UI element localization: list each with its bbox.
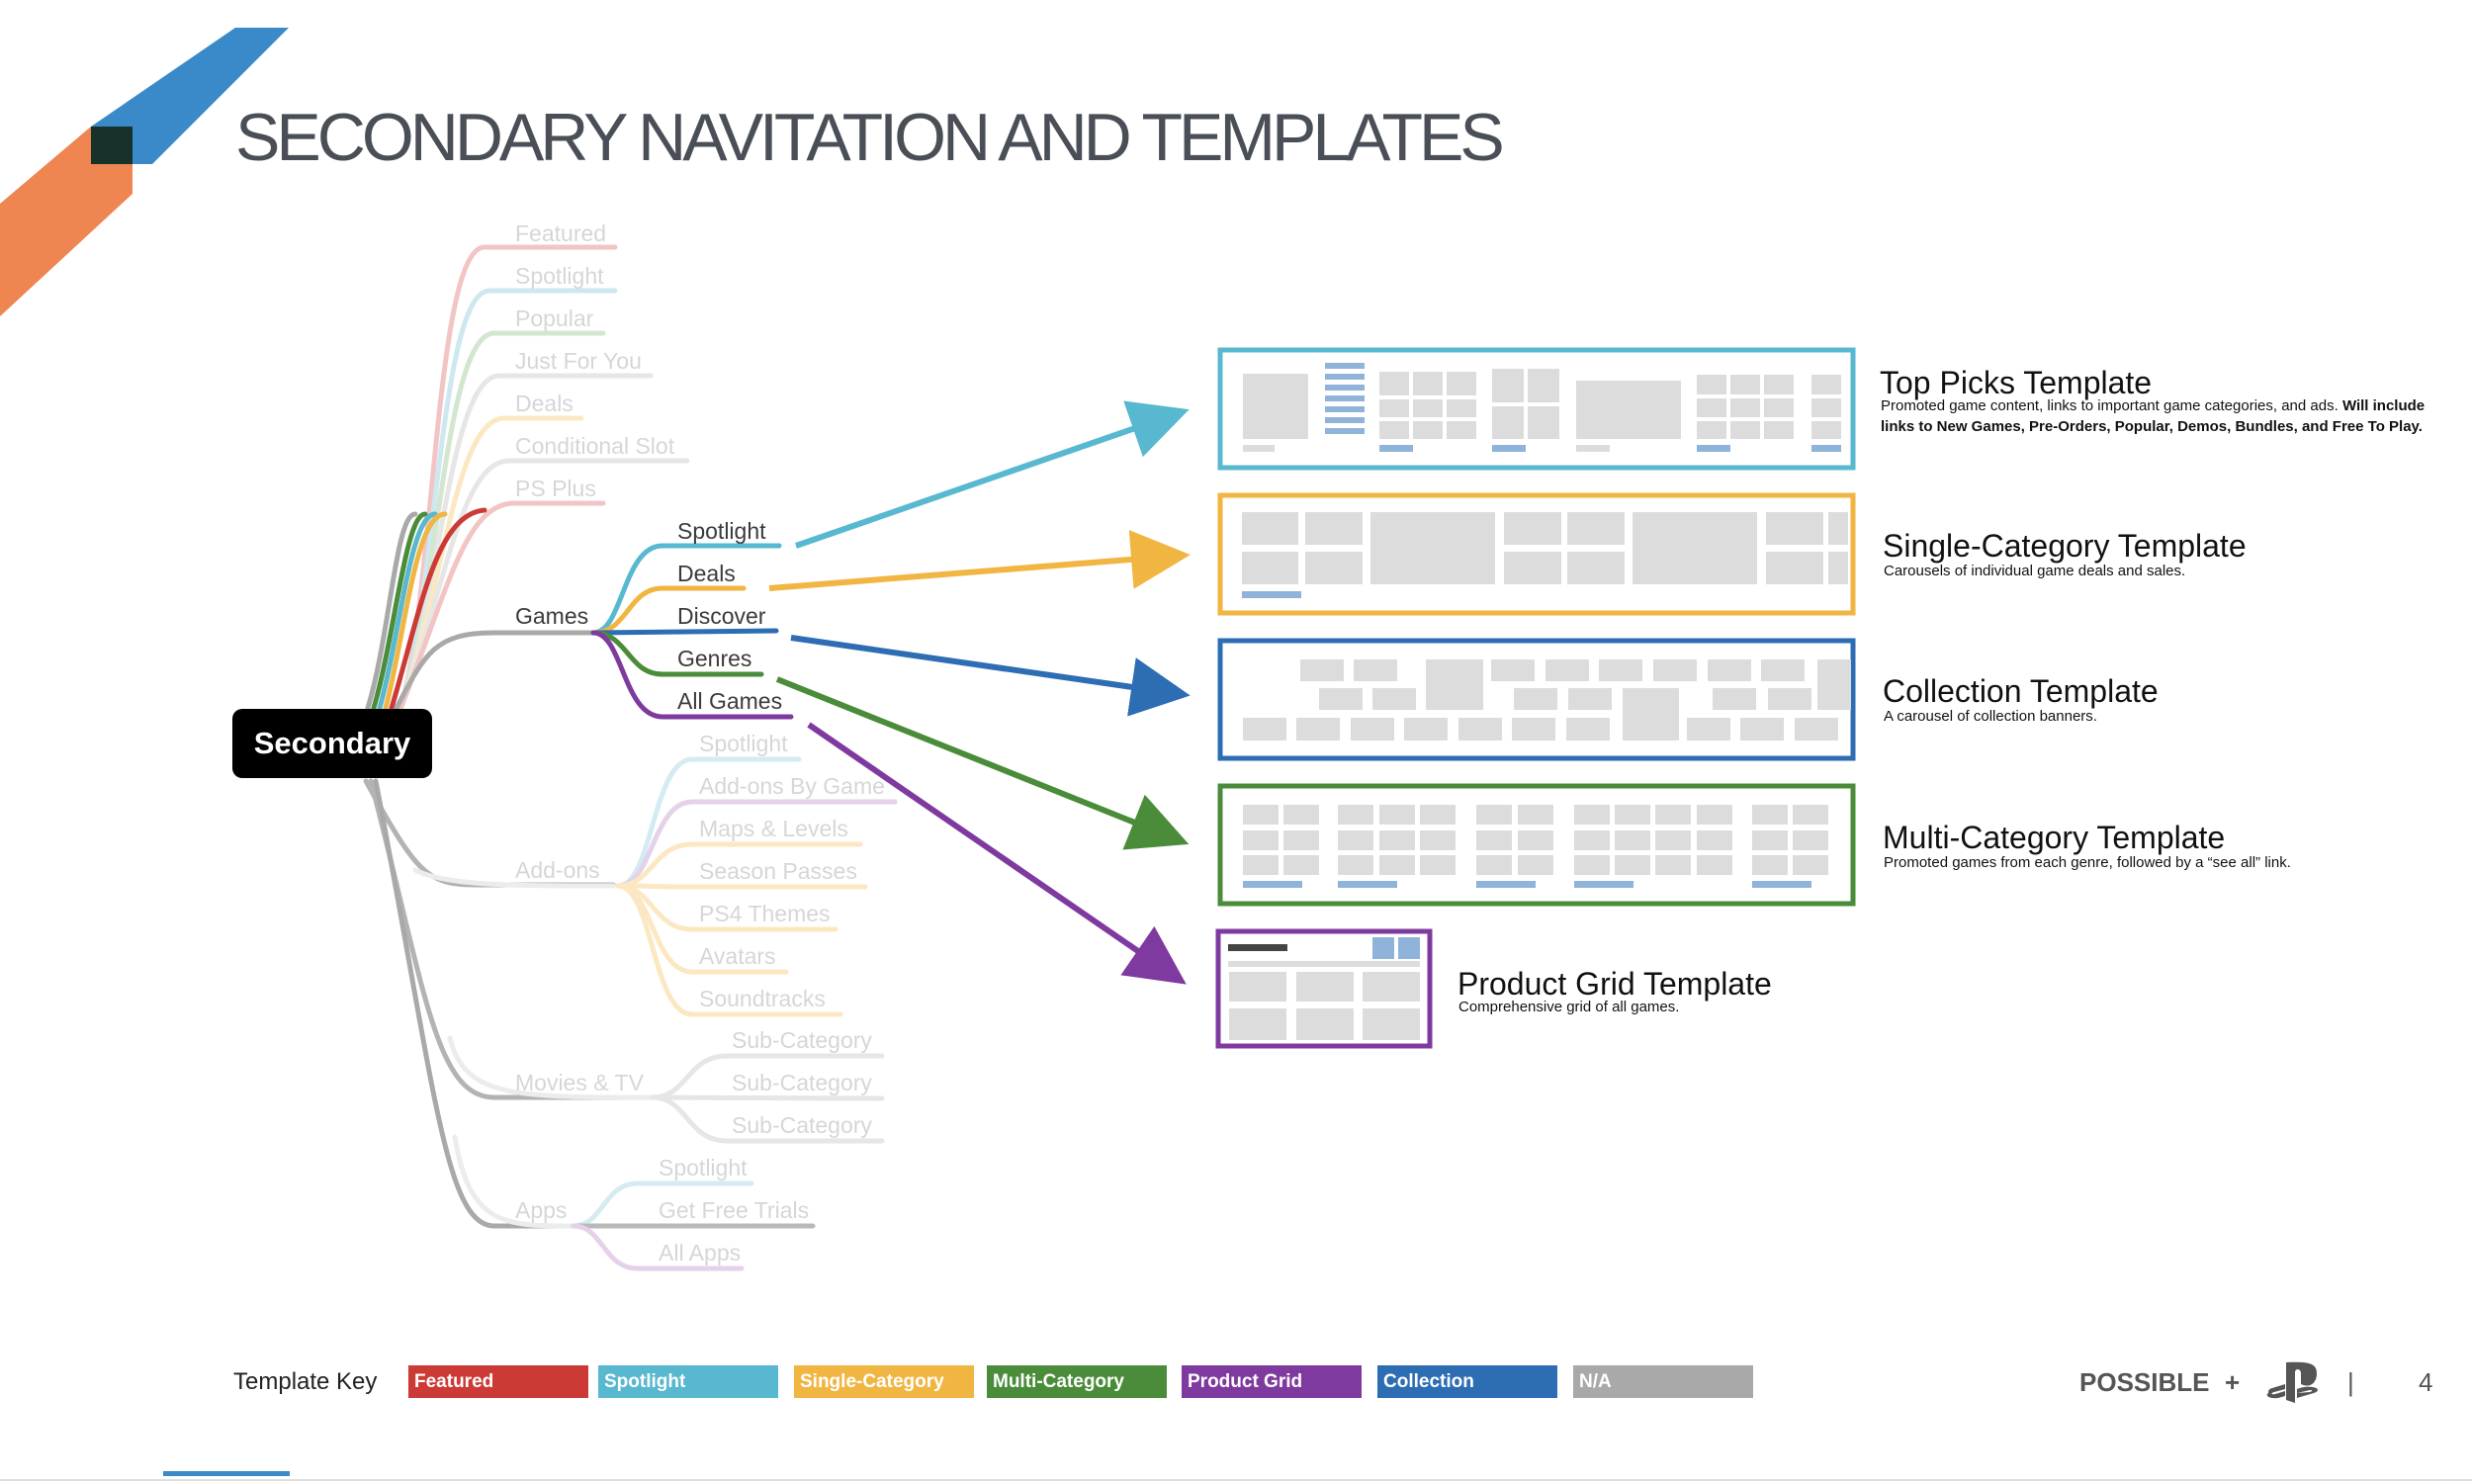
arrow-to-top-picks bbox=[795, 400, 1190, 549]
corner-decoration bbox=[0, 28, 289, 316]
key-chip-featured: Featured bbox=[408, 1365, 588, 1398]
node-popular: Popular bbox=[515, 306, 594, 331]
node-movies-sub-3: Sub-Category bbox=[732, 1112, 872, 1138]
node-games-discover: Discover bbox=[677, 603, 766, 629]
node-deals-top: Deals bbox=[515, 391, 574, 416]
template-desc-single-category: Carousels of individual game deals and s… bbox=[1884, 563, 2186, 579]
connector-apps-all bbox=[571, 1223, 745, 1271]
connector-apps bbox=[373, 778, 576, 1229]
root-node-label: Secondary bbox=[253, 726, 411, 760]
connector-bundle-yellow bbox=[383, 511, 448, 711]
node-apps-all-apps: All Apps bbox=[659, 1240, 742, 1266]
connector-bundle-blue bbox=[377, 511, 438, 711]
arrow-to-collection bbox=[790, 635, 1191, 717]
template-title-multi-category: Multi-Category Template bbox=[1883, 820, 2226, 855]
connector-movies-sub2 bbox=[650, 1094, 885, 1101]
corner-blue-stripe bbox=[91, 28, 289, 164]
key-chip-spotlight: Spotlight bbox=[598, 1365, 778, 1398]
node-apps-spotlight: Spotlight bbox=[659, 1155, 748, 1180]
connector-ps-plus bbox=[397, 500, 606, 712]
bottom-accent-line bbox=[163, 1471, 290, 1476]
playstation-logo-icon bbox=[2266, 1361, 2319, 1403]
node-games-genres: Genres bbox=[677, 646, 752, 671]
template-desc-top-picks-text: Promoted game content, links to importan… bbox=[1881, 397, 2339, 414]
connector-addons-soundtracks bbox=[615, 883, 843, 1017]
footer-brand: POSSIBLE bbox=[2079, 1367, 2210, 1397]
connector-games bbox=[393, 630, 596, 713]
node-addons: Add-ons bbox=[515, 857, 600, 883]
connector-games-discover bbox=[590, 628, 779, 636]
key-chip-single-category: Single-Category bbox=[794, 1365, 974, 1398]
corner-orange-stripe bbox=[0, 127, 132, 316]
template-desc-product-grid: Comprehensive grid of all games. bbox=[1458, 999, 1680, 1015]
node-addons-maps: Maps & Levels bbox=[699, 816, 848, 841]
arrow-to-product-grid bbox=[807, 722, 1187, 985]
node-featured: Featured bbox=[515, 220, 607, 246]
node-addons-season-passes: Season Passes bbox=[699, 858, 857, 884]
node-just-for-you: Just For You bbox=[515, 348, 642, 374]
connector-bundle-gray bbox=[365, 511, 418, 711]
node-games-spotlight: Spotlight bbox=[677, 518, 766, 544]
node-apps-free-trials: Get Free Trials bbox=[659, 1197, 810, 1223]
node-apps: Apps bbox=[515, 1197, 568, 1223]
connector-apps-main bbox=[452, 1134, 576, 1229]
page-number: 4 bbox=[2419, 1367, 2433, 1397]
template-title-product-grid: Product Grid Template bbox=[1457, 966, 1772, 1002]
template-title-single-category: Single-Category Template bbox=[1883, 528, 2247, 564]
footer-plus: + bbox=[2225, 1367, 2241, 1397]
node-addons-avatars: Avatars bbox=[699, 943, 776, 969]
key-chip-na: N/A bbox=[1573, 1365, 1753, 1398]
node-spotlight-top: Spotlight bbox=[515, 263, 604, 289]
node-movies-sub-1: Sub-Category bbox=[732, 1027, 872, 1053]
wireframe-product-grid bbox=[1215, 928, 1433, 1049]
template-title-collection: Collection Template bbox=[1883, 673, 2159, 709]
root-node-secondary: Secondary bbox=[232, 709, 432, 778]
wireframe-single-category bbox=[1217, 492, 1856, 616]
key-chip-multi-category: Multi-Category bbox=[987, 1365, 1167, 1398]
wireframe-top-picks bbox=[1217, 347, 1856, 471]
node-conditional-slot: Conditional Slot bbox=[515, 433, 675, 459]
node-addons-by-game: Add-ons By Game bbox=[699, 773, 885, 799]
connector-addons-main bbox=[412, 867, 616, 889]
node-movies-tv: Movies & TV bbox=[515, 1070, 644, 1095]
connector-bundle-green bbox=[371, 511, 428, 711]
node-addons-soundtracks: Soundtracks bbox=[699, 986, 826, 1011]
template-desc-collection: A carousel of collection banners. bbox=[1884, 708, 2097, 725]
arrow-to-single-category bbox=[768, 529, 1191, 591]
connector-movies-main bbox=[447, 1035, 656, 1100]
footer-separator: | bbox=[2347, 1367, 2354, 1397]
key-chip-collection: Collection bbox=[1377, 1365, 1557, 1398]
connector-movies-sub3 bbox=[650, 1094, 885, 1144]
slide-title: SECONDARY NAVITATION AND TEMPLATES bbox=[235, 100, 1505, 175]
node-games-deals: Deals bbox=[677, 561, 736, 586]
connector-games-all bbox=[590, 630, 794, 720]
wireframe-multi-category bbox=[1217, 783, 1856, 907]
wireframe-collection bbox=[1217, 638, 1856, 761]
node-addons-ps4-themes: PS4 Themes bbox=[699, 901, 831, 926]
connector-games-spotlight bbox=[590, 543, 782, 636]
template-title-top-picks: Top Picks Template bbox=[1880, 365, 2153, 400]
corner-dark-square bbox=[91, 127, 132, 164]
template-desc-top-picks: Promoted game content, links to importan… bbox=[1881, 395, 2439, 437]
template-desc-multi-category: Promoted games from each genre, followed… bbox=[1884, 854, 2291, 871]
node-ps-plus: PS Plus bbox=[515, 476, 596, 501]
connector-bundle-red bbox=[389, 507, 487, 711]
bottom-border bbox=[0, 1479, 2472, 1481]
node-games-all-games: All Games bbox=[677, 688, 783, 714]
node-games: Games bbox=[515, 603, 589, 629]
arrow-to-multi-category bbox=[775, 676, 1190, 850]
node-addons-spotlight: Spotlight bbox=[699, 731, 788, 756]
key-chip-product-grid: Product Grid bbox=[1182, 1365, 1362, 1398]
template-desc-top-picks-bold: Will include links to New Games, Pre-Ord… bbox=[1881, 397, 2426, 435]
node-movies-sub-2: Sub-Category bbox=[732, 1070, 872, 1095]
template-key-label: Template Key bbox=[233, 1368, 378, 1395]
